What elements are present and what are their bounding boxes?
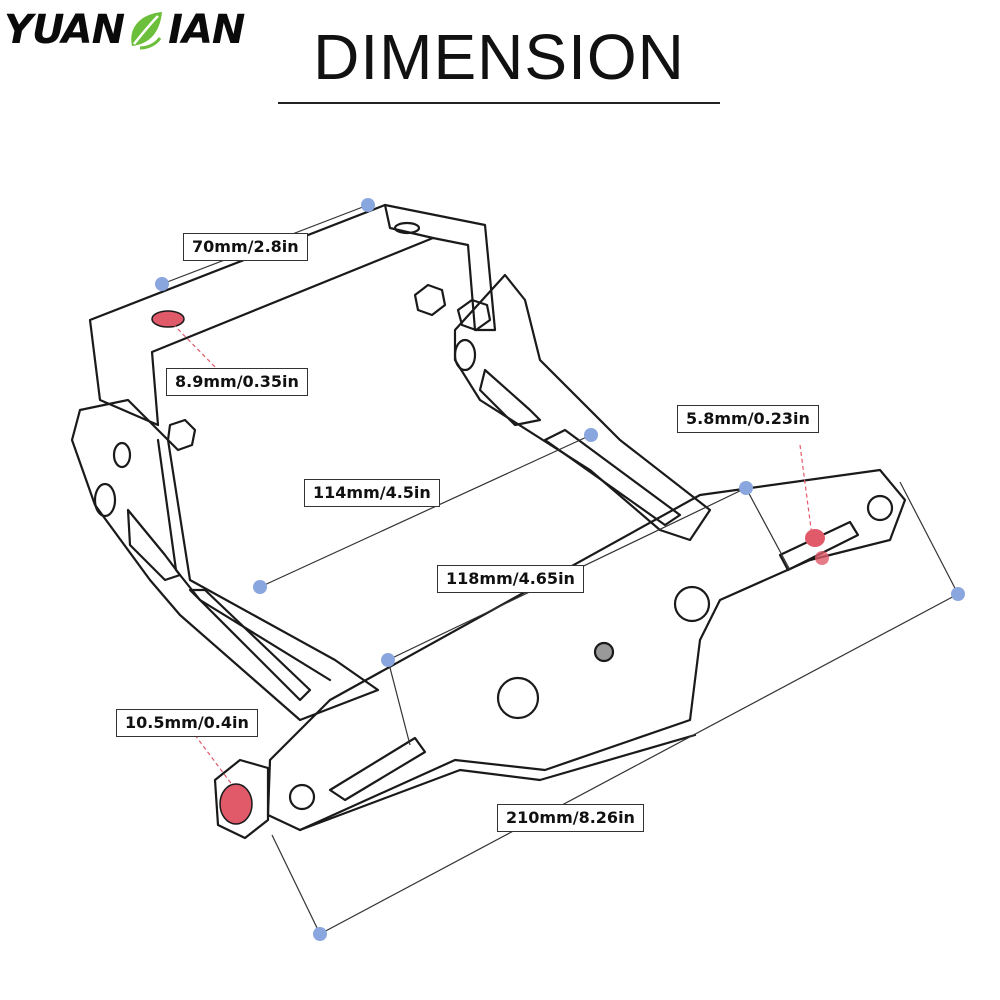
plate-slot-right: [778, 520, 860, 572]
top-plate-outline: [88, 203, 497, 427]
left-arm: [70, 398, 380, 722]
nut-1: [413, 283, 447, 317]
dim-ext-210-left: [271, 834, 321, 935]
right-arm-stiffener: [543, 428, 682, 527]
front-spacer: [213, 758, 270, 840]
top-plate-fold: [383, 203, 435, 240]
dim-marker: [584, 428, 598, 442]
dim-marker: [739, 481, 753, 495]
page-title: DIMENSION: [313, 21, 685, 93]
dim-marker: [253, 580, 267, 594]
nut-2: [456, 298, 492, 332]
dim-line-114: [259, 434, 592, 588]
front-hole-marker: [219, 783, 253, 825]
title-underline: [278, 102, 720, 104]
bolt-3: [673, 585, 711, 623]
dim-label-hole-front: 10.5mm/0.4in: [116, 709, 258, 737]
bolt-5: [593, 641, 615, 663]
dim-label-slot: 5.8mm/0.23in: [677, 405, 819, 433]
dim-ext-210-right: [899, 481, 959, 595]
dim-ext-118-left: [387, 659, 411, 746]
dim-label-arm-length: 114mm/4.5in: [304, 479, 440, 507]
dim-label-arm-span: 118mm/4.65in: [437, 565, 584, 593]
leader-8-9: [167, 318, 221, 373]
right-arm-slot: [478, 368, 542, 427]
dim-label-width-top: 70mm/2.8in: [183, 233, 308, 261]
bolt-1: [288, 783, 316, 811]
dim-line-210: [319, 593, 959, 935]
right-arm-hole: [453, 338, 477, 372]
dim-label-plate-length: 210mm/8.26in: [497, 804, 644, 832]
dim-marker: [313, 927, 327, 941]
dim-marker: [951, 587, 965, 601]
right-arm: [453, 273, 712, 542]
top-plate-hole: [393, 221, 421, 235]
brand-text-left: YUAN: [4, 7, 125, 53]
left-arm-inner: [156, 438, 332, 682]
plate-holder: [266, 468, 907, 832]
bolt-2: [496, 676, 540, 720]
bolt-4: [866, 494, 894, 522]
left-arm-slot: [126, 508, 182, 582]
dim-marker: [155, 277, 169, 291]
brand-logo: YUAN IAN: [4, 6, 245, 54]
dim-ext-118-right: [745, 487, 791, 571]
slot-hole-marker: [805, 529, 825, 547]
plate-slot-left: [328, 736, 427, 802]
leaf-icon: [126, 8, 166, 52]
left-arm-stiffener: [188, 588, 312, 702]
dim-marker: [361, 198, 375, 212]
left-arm-hole-1: [112, 441, 132, 469]
leader-10-5: [194, 734, 237, 791]
brand-text-right: IAN: [168, 7, 245, 53]
dim-marker: [381, 653, 395, 667]
nut-3: [166, 418, 197, 452]
slot-hole-dot-lower: [815, 551, 829, 565]
dim-label-hole-top: 8.9mm/0.35in: [166, 368, 308, 396]
left-arm-hole-2: [93, 482, 117, 518]
plate-holder-edge: [298, 733, 697, 832]
leader-5-8: [799, 444, 813, 537]
